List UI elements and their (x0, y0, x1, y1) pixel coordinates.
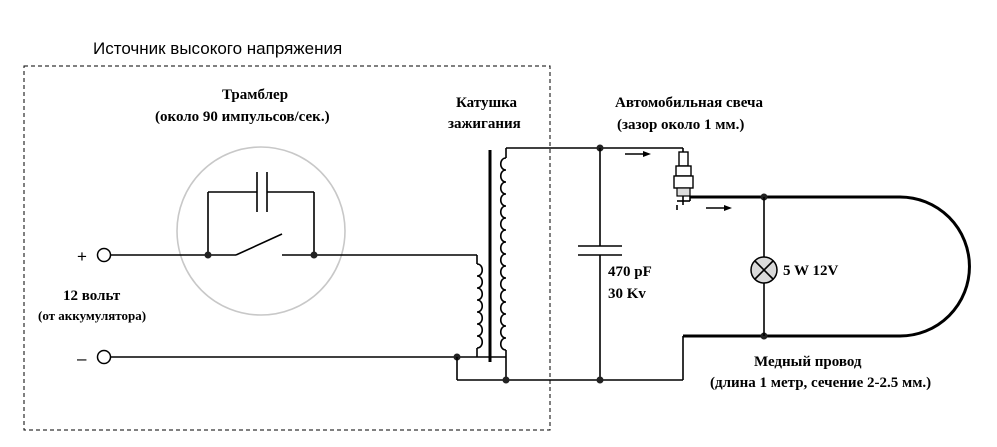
capacitor-voltage-label: 30 Kv (608, 286, 646, 302)
plus-label: + (77, 247, 87, 266)
minus-label: – (77, 349, 87, 368)
battery-voltage-label: 12 вольт (63, 288, 121, 304)
arrow-icon (625, 151, 651, 157)
coil-label-line1: Катушка (456, 95, 518, 111)
junction-dot (310, 251, 318, 259)
spark-plug-subtitle: (зазор около 1 мм.) (617, 117, 744, 133)
coil-label-line2: зажигания (448, 116, 521, 132)
junction-dot (596, 376, 604, 384)
hv-source-box (23, 65, 551, 431)
hv-capacitor (578, 148, 622, 380)
copper-wire-title: Медный провод (754, 354, 862, 370)
capacitor-value-label: 470 pF (608, 264, 652, 280)
breaker-capacitor (207, 172, 315, 255)
coil-secondary (499, 148, 507, 380)
lamp-icon (750, 197, 778, 336)
battery-source-label: (от аккумулятора) (38, 308, 146, 323)
junction-dot (204, 251, 212, 259)
copper-wire-subtitle: (длина 1 метр, сечение 2-2.5 мм.) (710, 375, 931, 391)
lamp-label: 5 W 12V (783, 263, 838, 279)
distributor-title: Трамблер (222, 87, 288, 103)
spark-plug-title: Автомобильная свеча (615, 95, 763, 111)
junction-dot (502, 376, 510, 384)
copper-loop (682, 195, 971, 380)
arrow-icon (706, 205, 732, 211)
hv-source-label: Источник высокого напряжения (93, 39, 342, 58)
spark-plug-icon (673, 148, 694, 210)
minus-terminal (96, 349, 112, 365)
distributor-circle (176, 146, 346, 316)
distributor-subtitle: (около 90 импульсов/сек.) (155, 109, 330, 125)
plus-wire (111, 233, 478, 264)
plus-terminal (96, 247, 112, 263)
coil-primary (476, 263, 484, 357)
